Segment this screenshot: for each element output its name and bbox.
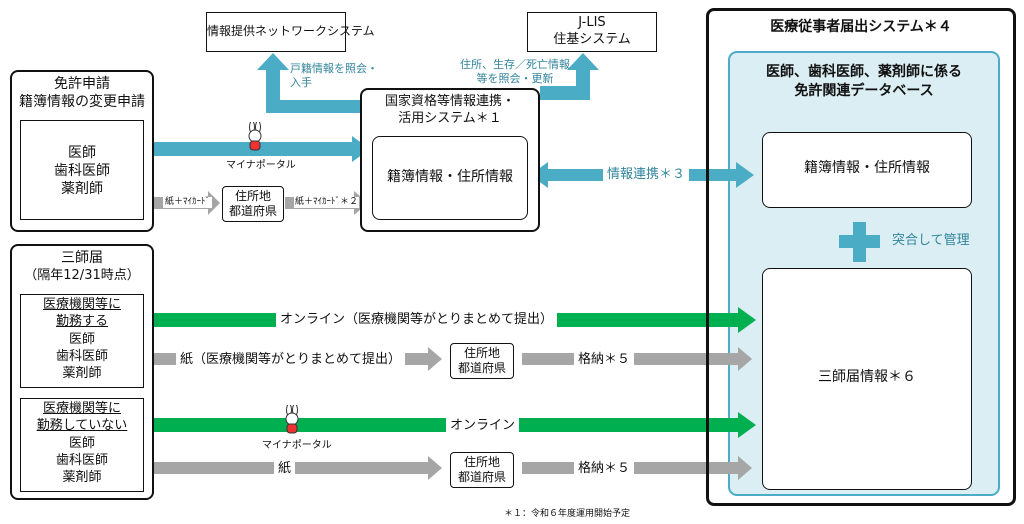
working-online-label: オンライン（医療機関等がとりまとめて提出） [276,312,558,328]
not-working-prefecture-box: 住所地 都道府県 [450,452,514,488]
mynaportal-mascot-icon [243,120,267,154]
report-info-label: 三師届情報＊６ [818,369,916,385]
network-system-box: 情報提供ネットワークシステム [206,12,375,52]
paper-mycard-note-label: 紙＋ﾏｲｶｰﾄﾞ＊２ [294,197,360,209]
mynaportal-mascot-icon-2 [280,403,304,437]
medical-worker-system-title: 医療従事者届出システム＊４ [770,19,952,35]
reports-box: 三師届 （隔年12/31時点） 医療機関等に 勤務する 医師 歯科医師 薬剤師 … [10,244,154,500]
paper-mycard-label: 紙＋ﾏｲｶｰﾄﾞ [163,197,213,209]
db-info-label: 籍簿情報・住所情報 [804,160,930,176]
working-prefecture-2: 都道府県 [457,361,506,375]
not-working-box: 医療機関等に 勤務していない 医師 歯科医師 薬剤師 [20,398,144,492]
footnote: ＊１：令和６年度運用開始予定 [504,509,631,519]
reports-title-1: 三師届 [61,250,103,266]
not-working-doctor: 医師 [68,436,95,451]
license-prefecture-1: 住所地 [234,189,271,203]
license-title-1: 免許申請 [54,76,110,92]
not-working-heading-2: 勤務していない [36,418,128,433]
profession-dentist: 歯科医師 [54,163,110,179]
reports-title-2: （隔年12/31時点） [24,268,140,283]
working-heading-2: 勤務する [55,314,108,329]
license-title-2: 籍簿情報の変更申請 [19,94,145,110]
not-working-prefecture-2: 都道府県 [457,470,506,484]
db-info-box: 籍簿情報・住所情報 [762,132,972,208]
jlis-label-2: 住基システム [553,32,631,47]
working-prefecture-box: 住所地 都道府県 [450,343,514,379]
medical-worker-system-box: 医療従事者届出システム＊４ [706,8,1016,506]
mynaportal-label-2: マイナポータル [262,440,332,451]
not-working-paper-label: 紙 [274,461,296,477]
working-store-label: 格納＊５ [574,352,635,368]
juusho-label: 住所、生存／死亡情報 等を照会・更新 [460,58,570,85]
central-inner-label: 籍簿情報・住所情報 [387,169,513,185]
central-system-box: 国家資格等情報連携・ 活用システム＊１ 籍簿情報・住所情報 [360,88,540,232]
db-title-1: 医師、歯科医師、薬剤師に係る [766,64,962,80]
profession-pharmacist: 薬剤師 [61,181,103,197]
working-dentist: 歯科医師 [55,349,108,364]
profession-doctor: 医師 [68,145,96,161]
license-professions-box: 医師 歯科医師 薬剤師 [20,120,144,220]
not-working-prefecture-1: 住所地 [463,455,500,469]
working-doctor: 医師 [68,332,95,347]
db-title-2: 免許関連データベース [794,83,934,99]
not-working-online-label: オンライン [446,418,520,434]
network-system-label: 情報提供ネットワークシステム [207,24,375,38]
mynaportal-label: マイナポータル [226,160,296,171]
working-pharmacist: 薬剤師 [62,366,102,381]
license-prefecture-2: 都道府県 [228,204,277,218]
central-title-2: 活用システム＊１ [398,111,502,126]
not-working-heading-1: 医療機関等に [42,401,121,416]
merge-label: 突合して管理 [892,233,970,248]
not-working-dentist: 歯科医師 [55,453,108,468]
working-heading-1: 医療機関等に [42,297,121,312]
jlis-label-1: J-LIS [578,15,606,30]
license-prefecture-box: 住所地 都道府県 [222,186,284,222]
working-box: 医療機関等に 勤務する 医師 歯科医師 薬剤師 [20,294,144,388]
central-title-1: 国家資格等情報連携・ [384,94,515,109]
license-application-box: 免許申請 籍簿情報の変更申請 医師 歯科医師 薬剤師 [10,70,154,232]
not-working-store-label: 格納＊５ [574,461,635,477]
blue-arrow-jlis [540,53,599,100]
not-working-pharmacist: 薬剤師 [62,470,102,485]
blue-arrow-koseki [257,53,360,113]
jlis-box: J-LIS 住基システム [527,12,657,52]
central-inner-box: 籍簿情報・住所情報 [372,136,528,220]
link-label: 情報連携＊３ [603,167,690,183]
report-info-box: 三師届情報＊６ [762,268,972,490]
working-paper-label: 紙（医療機関等がとりまとめて提出） [176,352,406,368]
working-prefecture-1: 住所地 [463,346,500,360]
koseki-label: 戸籍情報を照会・ 入手 [290,62,378,89]
